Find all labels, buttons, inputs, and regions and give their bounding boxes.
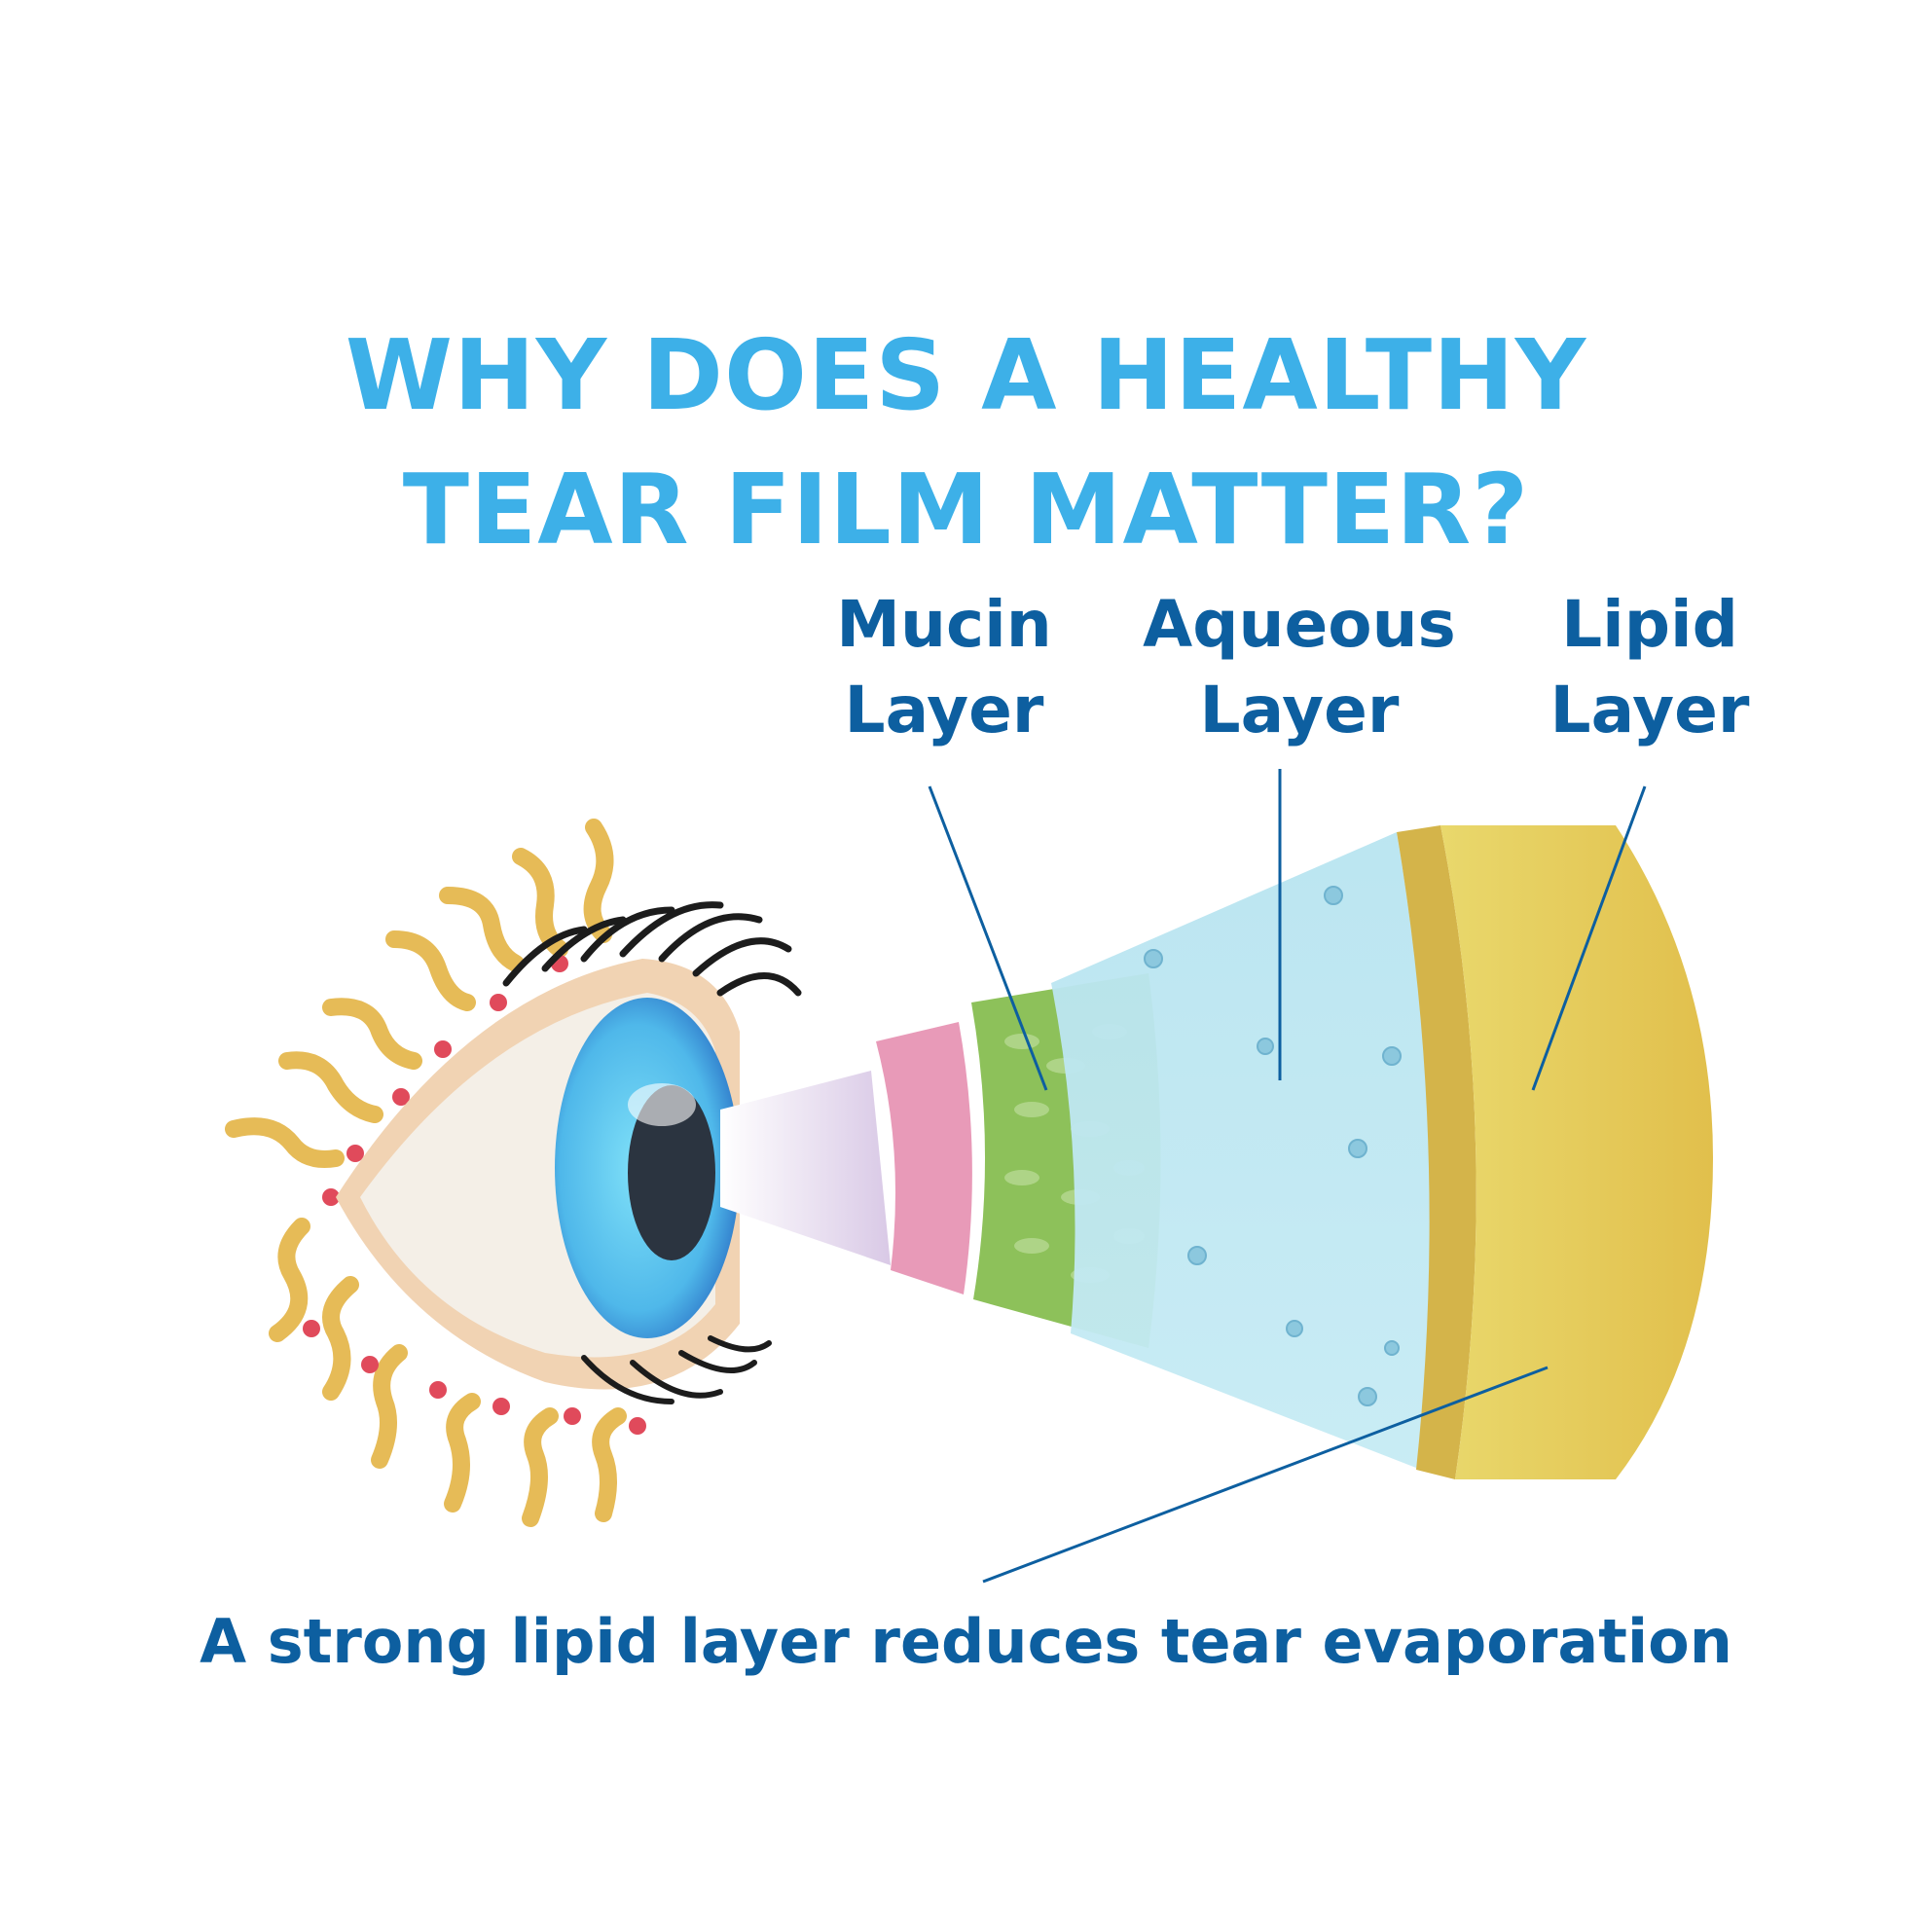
eyelashes-lower	[581, 1335, 772, 1404]
aqueous-layer-label: Aqueous Layer	[1124, 582, 1475, 753]
mucin-layer-label: Mucin Layer	[818, 582, 1071, 753]
mucin-label-line-1: Mucin	[836, 587, 1052, 662]
irritant-waves	[225, 819, 627, 1527]
caption: A strong lipid layer reduces tear evapor…	[200, 1606, 1732, 1677]
lipid-band	[1440, 825, 1713, 1479]
pupil	[628, 1085, 715, 1260]
page-title: WHY DOES A HEALTHY TEAR FILM MATTER?	[0, 309, 1932, 577]
eyelashes-upper	[502, 901, 802, 997]
eye-highlight	[628, 1083, 696, 1126]
title-line-2: TEAR FILM MATTER?	[402, 453, 1530, 566]
aqueous-label-line-1: Aqueous	[1143, 587, 1456, 662]
lipid-layer-label: Lipid Layer	[1528, 582, 1771, 753]
light-beam	[720, 1071, 891, 1265]
mucin-pink-band	[876, 1022, 972, 1294]
aqueous-label-line-2: Layer	[1199, 673, 1400, 747]
lipid-label-line-1: Lipid	[1561, 587, 1738, 662]
leader-lines	[928, 769, 1647, 1584]
aqueous-bubbles	[1144, 886, 1402, 1406]
lipid-label-line-2: Layer	[1549, 673, 1750, 747]
eye	[336, 901, 802, 1404]
aqueous-band	[1051, 832, 1432, 1470]
mucin-label-line-2: Layer	[844, 673, 1044, 747]
lipid-outer-band	[1397, 825, 1476, 1479]
title-line-1: WHY DOES A HEALTHY	[345, 318, 1587, 432]
